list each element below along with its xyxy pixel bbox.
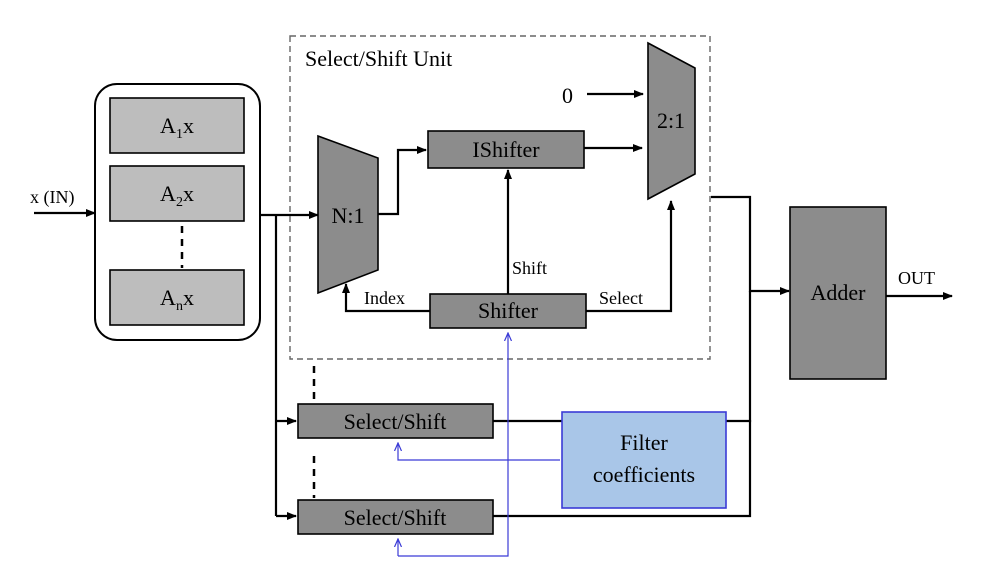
shifter-label: Shifter bbox=[478, 298, 539, 323]
mux-n1-label: N:1 bbox=[332, 203, 365, 228]
select-label: Select bbox=[599, 288, 643, 308]
ishifter-block bbox=[427, 130, 585, 169]
coef-to-ss1-wire bbox=[398, 443, 560, 461]
output-label: OUT bbox=[898, 268, 935, 288]
index-wire bbox=[342, 283, 430, 313]
index-label: Index bbox=[364, 288, 405, 308]
select-shift-label-1: Select/Shift bbox=[344, 409, 447, 434]
filter-coefficients-block bbox=[561, 411, 727, 509]
select-shift-unit-box bbox=[289, 35, 711, 360]
mux-21-label: 2:1 bbox=[657, 108, 685, 133]
unit-title: Select/Shift Unit bbox=[305, 46, 452, 71]
ishifter-label: IShifter bbox=[472, 137, 540, 162]
multiple-block-2: A2x bbox=[109, 165, 245, 222]
filter-label-line1: Filter bbox=[620, 430, 668, 455]
svg-text:A2x: A2x bbox=[160, 181, 194, 210]
svg-text:Anx: Anx bbox=[160, 285, 194, 314]
multiple-block-1: A1x bbox=[109, 97, 245, 154]
coef-to-shifter-wire bbox=[398, 333, 508, 557]
select-shift-label-2: Select/Shift bbox=[344, 505, 447, 530]
multiple-block-n: Anx bbox=[109, 269, 245, 326]
select-shift-block-1 bbox=[297, 403, 494, 439]
n1-to-ishifter-wire bbox=[378, 146, 427, 216]
shift-label: Shift bbox=[512, 258, 547, 278]
filter-label-line2: coefficients bbox=[593, 462, 695, 487]
adder-block bbox=[789, 206, 887, 380]
adder-label: Adder bbox=[811, 280, 867, 305]
mux-n1 bbox=[317, 134, 379, 295]
input-label: x (IN) bbox=[30, 187, 74, 208]
zero-input-label: 0 bbox=[562, 83, 573, 108]
mux-21 bbox=[647, 41, 696, 201]
svg-text:A1x: A1x bbox=[160, 113, 194, 142]
ss2-to-adder-wire bbox=[493, 420, 752, 518]
unit-to-adder-wire bbox=[711, 195, 790, 295]
select-wire bbox=[586, 200, 675, 313]
